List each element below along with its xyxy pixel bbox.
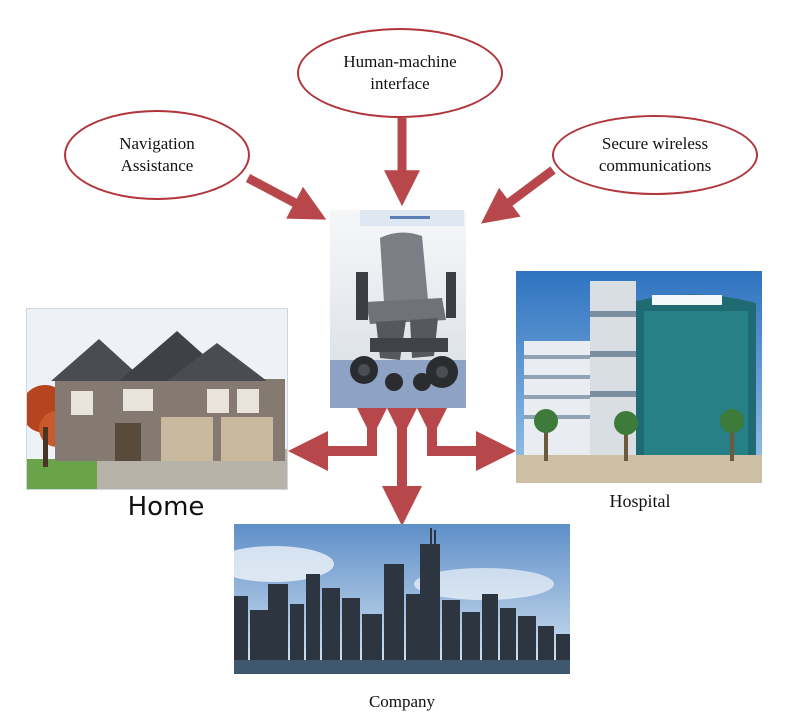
wheelchair-photo: [330, 210, 466, 408]
arrow-wheelchair-home: [288, 397, 392, 471]
caption-company: Company: [368, 692, 436, 711]
caption-hospital: Hospital: [609, 491, 671, 511]
hospital-photo: [516, 271, 762, 483]
node-secure-wireless: Secure wireless communications: [552, 115, 758, 195]
node-secure-line1: Secure wireless: [601, 134, 709, 153]
node-hmi-line2: interface: [370, 74, 430, 93]
node-human-machine-interface: Human-machine interface: [297, 28, 503, 118]
city-skyline-photo: [234, 524, 570, 674]
node-secure-line2: communications: [598, 156, 712, 175]
arrow-wheelchair-hospital: [412, 397, 516, 471]
house-photo: [26, 308, 288, 490]
arrow-secure-to-wheelchair: [481, 166, 556, 224]
arrow-nav-to-wheelchair: [245, 174, 327, 220]
node-hmi-line1: Human-machine: [343, 52, 457, 71]
node-nav-line2: Assistance: [120, 156, 194, 175]
caption-home: Home: [127, 492, 205, 522]
node-nav-line1: Navigation: [119, 134, 195, 153]
node-navigation-assistance: Navigation Assistance: [64, 110, 250, 200]
